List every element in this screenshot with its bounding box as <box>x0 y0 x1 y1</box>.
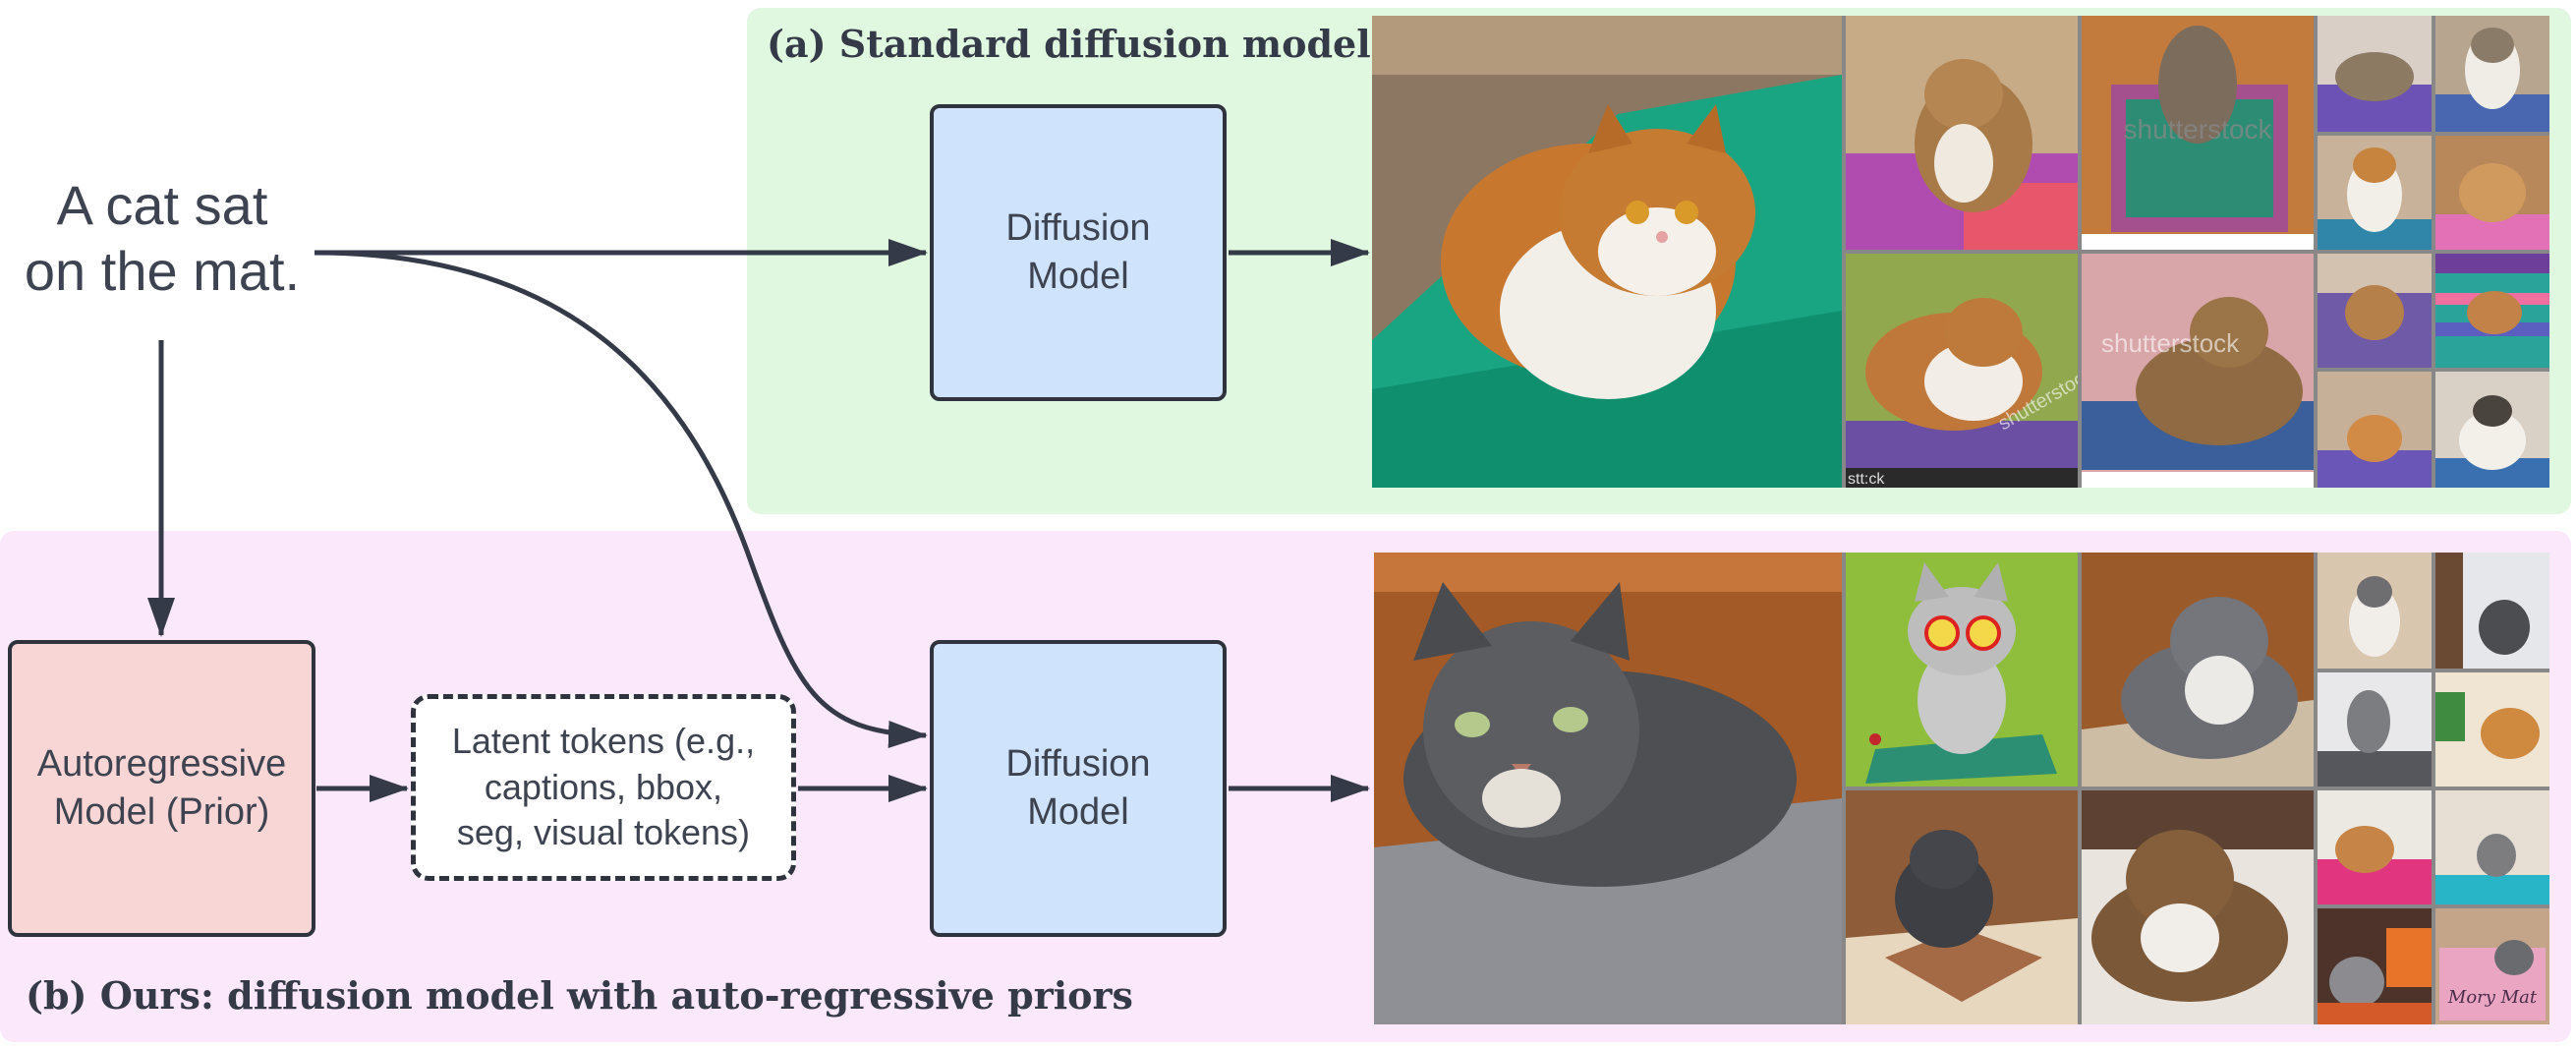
watermark-3: shutterstock <box>2101 328 2240 358</box>
cat-image-a-5: shutterstock <box>2082 254 2314 488</box>
diffusion-model-label-a: Diffusion Model <box>1005 206 1151 297</box>
watermark-1: shutterstock <box>2124 114 2273 145</box>
diffusion-model-label-b: Diffusion Model <box>1005 742 1151 833</box>
cat-image-b-3 <box>2082 553 2314 787</box>
cat-image-b-12 <box>2318 908 2432 1024</box>
cat-image-large-a <box>1372 16 1842 488</box>
cat-image-b-10 <box>2318 790 2432 904</box>
cat-image-b-4 <box>1846 790 2078 1024</box>
cat-image-b-5 <box>2082 790 2314 1024</box>
autoregressive-prior-label: Autoregressive Model (Prior) <box>36 742 287 833</box>
cat-image-a-3: shutterstock <box>2082 16 2314 250</box>
diffusion-model-box-b: Diffusion Model <box>930 640 1227 937</box>
cat-image-b-9 <box>2435 672 2549 787</box>
cat-image-a-10 <box>2318 254 2432 368</box>
cat-image-a-13 <box>2435 372 2549 488</box>
panel-a-title: (a) Standard diffusion model <box>767 22 1371 66</box>
cat-image-a-9 <box>2435 136 2549 250</box>
mat-text: Mory Mat <box>2447 987 2538 1008</box>
generated-images-grid-b: Mory Mat <box>1374 553 2549 1024</box>
latent-tokens-label: Latent tokens (e.g., captions, bbox, seg… <box>451 720 756 853</box>
panel-b-title: (b) Ours: diffusion model with auto-regr… <box>26 973 1133 1018</box>
cat-image-a-11 <box>2435 254 2549 368</box>
text-prompt: A cat sat on the mat. <box>24 174 301 303</box>
cat-image-a-2 <box>1846 16 2078 250</box>
arrow-prompt-to-diffusion-b <box>314 250 928 748</box>
cat-image-a-6 <box>2318 16 2432 132</box>
cat-image-a-8 <box>2318 136 2432 250</box>
cat-image-a-12 <box>2318 372 2432 488</box>
cat-image-b-7 <box>2435 553 2549 669</box>
latent-tokens-box: Latent tokens (e.g., captions, bbox, seg… <box>411 694 796 881</box>
cat-image-b-11 <box>2435 790 2549 904</box>
watermark-4: stt:ck <box>1848 471 1885 488</box>
cat-image-b-13: Mory Mat <box>2435 908 2549 1024</box>
cat-image-b-8 <box>2318 672 2432 787</box>
cat-image-a-7 <box>2435 16 2549 132</box>
autoregressive-prior-box: Autoregressive Model (Prior) <box>8 640 315 937</box>
cat-image-b-2 <box>1846 553 2078 787</box>
cat-image-large-b <box>1374 553 1842 1024</box>
cat-image-b-6 <box>2318 553 2432 669</box>
diffusion-model-box-a: Diffusion Model <box>930 104 1227 401</box>
